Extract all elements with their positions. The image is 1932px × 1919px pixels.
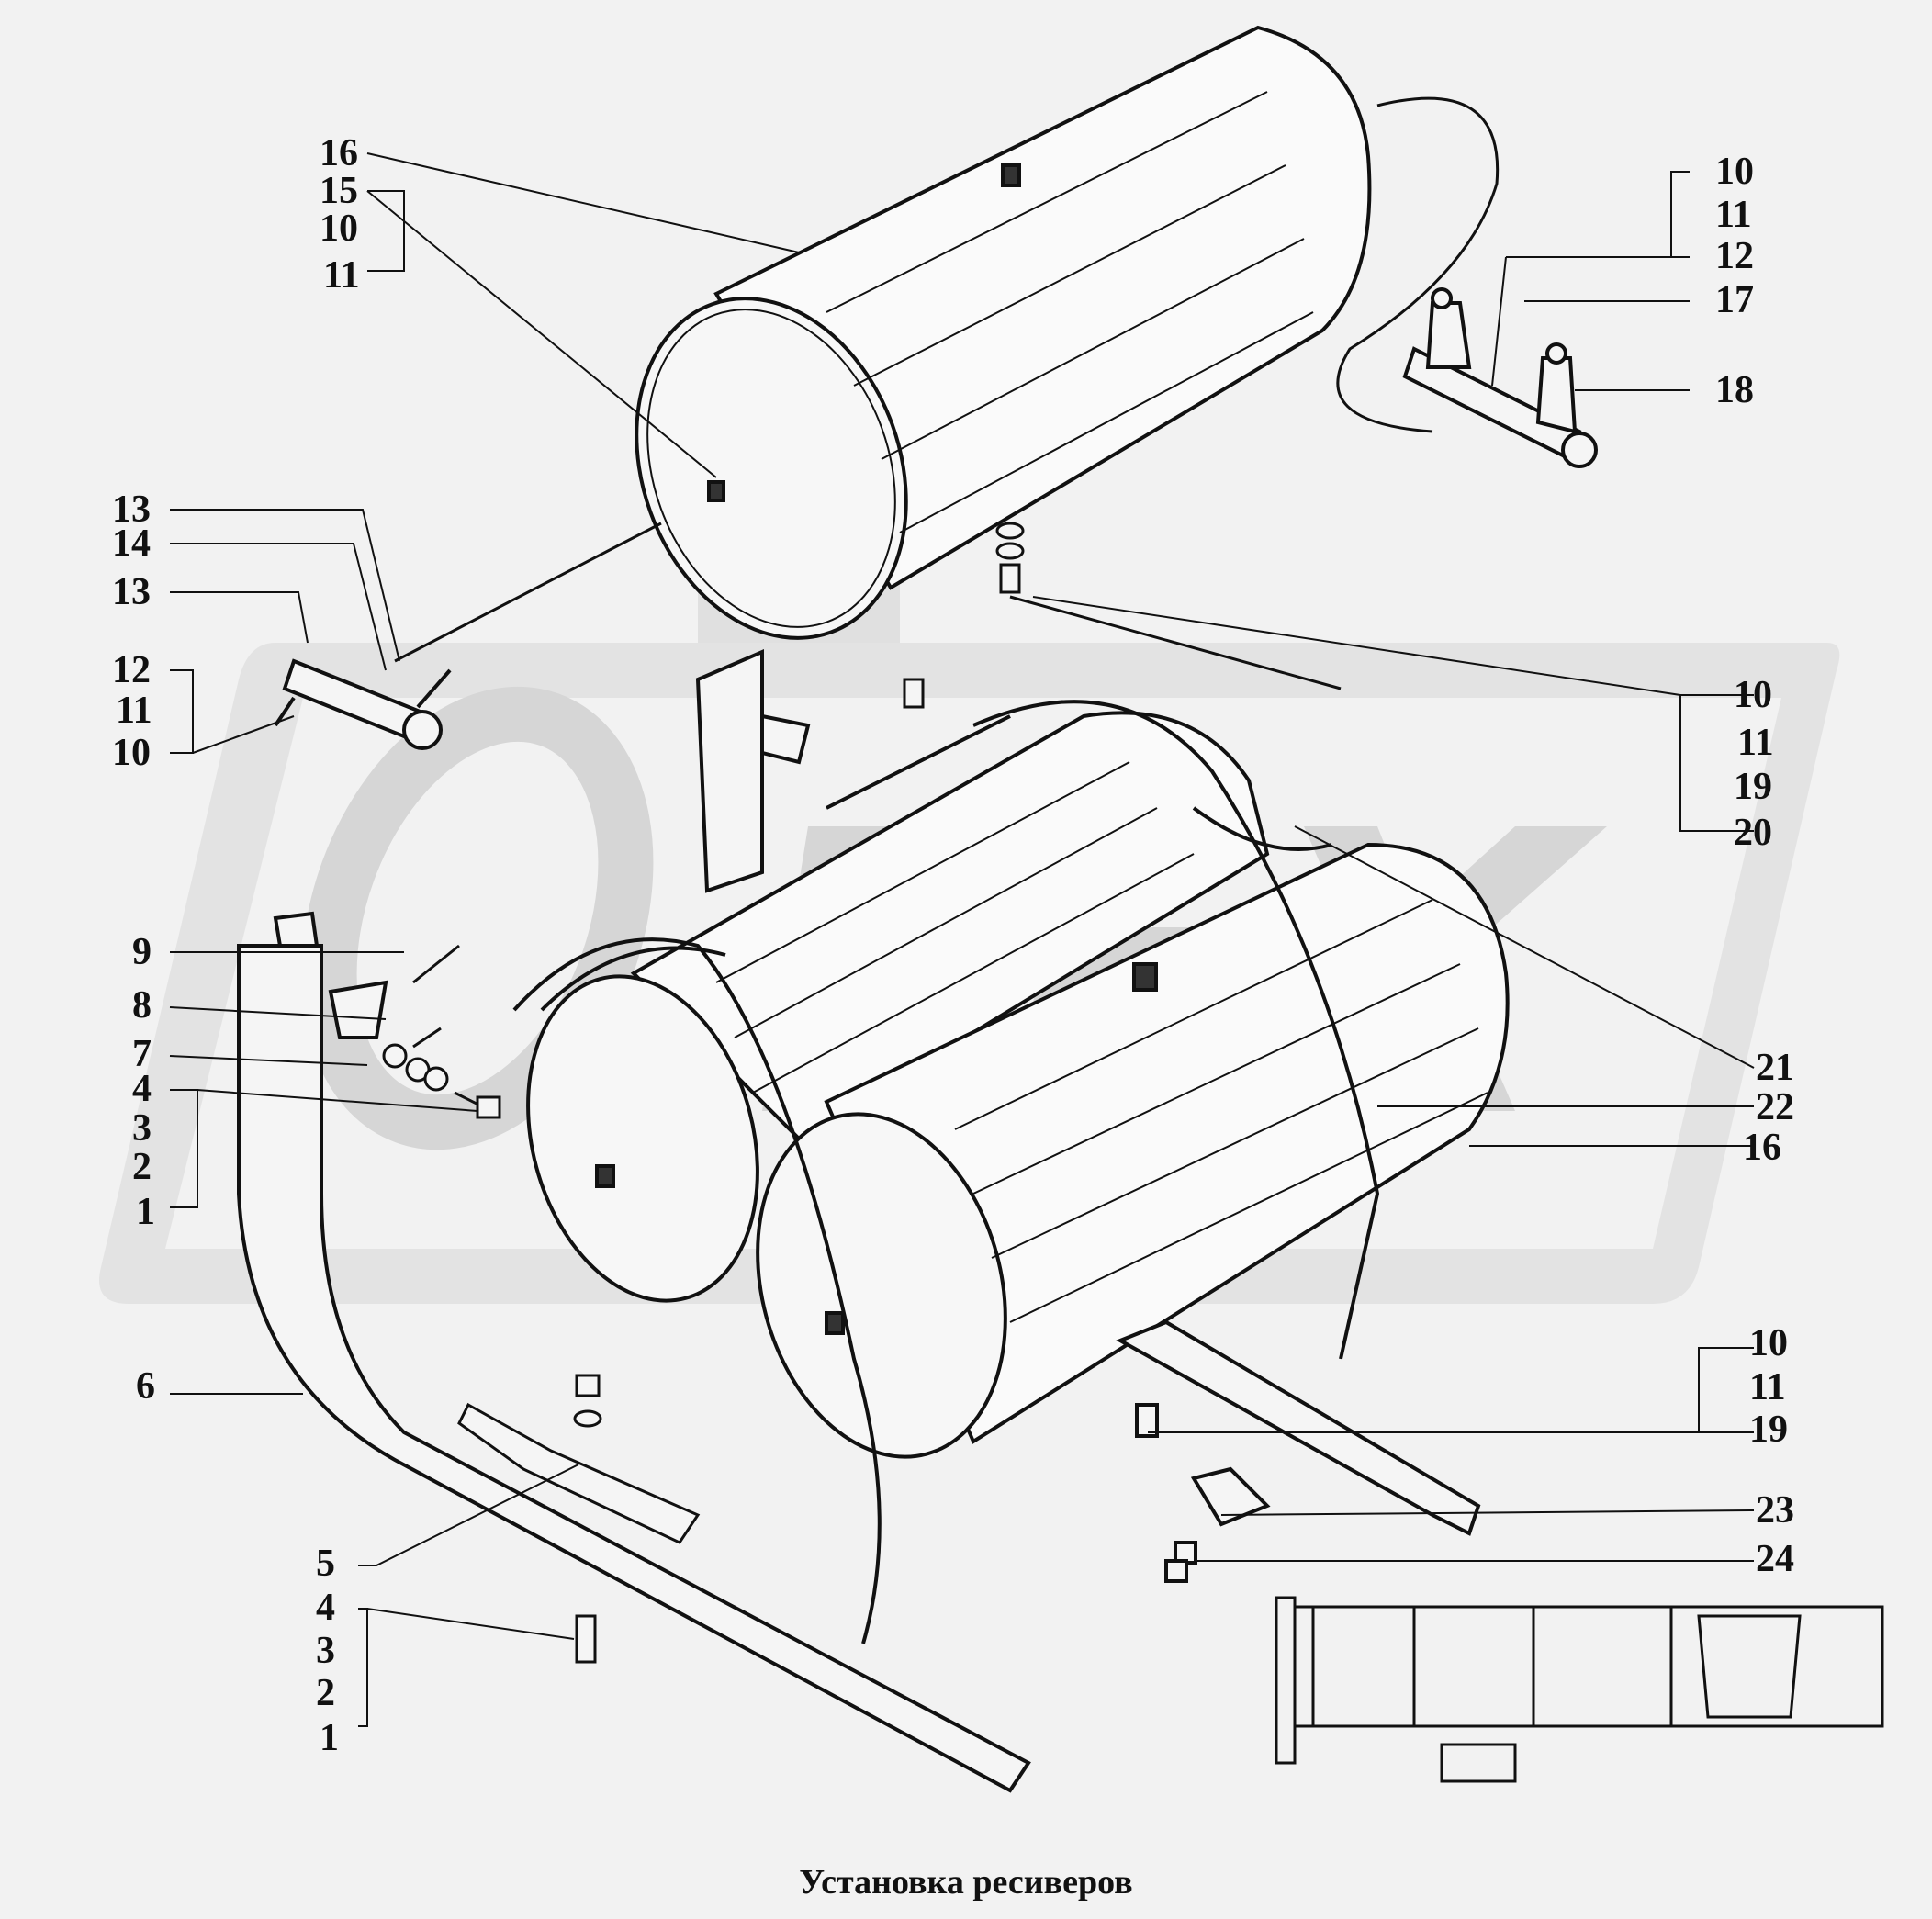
callout-18: 18 [1715,369,1754,411]
figure-caption: Установка ресиверов [799,1863,1133,1902]
frame-rail-left [237,911,1031,1793]
callout-8: 8 [132,984,152,1027]
callout-3-lower: 3 [316,1630,335,1672]
callout-20: 20 [1734,812,1772,854]
callout-12-left: 12 [112,649,151,691]
callout-13-lower: 13 [112,571,151,613]
receiver-top [635,25,1372,640]
callout-24: 24 [1756,1538,1794,1580]
callout-10-lower-right: 10 [1749,1322,1788,1364]
callout-14: 14 [112,522,151,565]
callout-10-top-left: 10 [320,208,358,250]
callout-22: 22 [1756,1086,1794,1128]
receiver-lower-front [756,842,1510,1459]
callout-3-upper: 3 [132,1107,152,1150]
callout-13-upper: 13 [112,488,151,531]
callout-19-lower-right: 19 [1749,1408,1788,1451]
callout-5: 5 [316,1543,335,1585]
cross-member-right [1116,1319,1481,1583]
vertical-bracket [695,648,811,893]
callout-10-top-right: 10 [1715,151,1754,193]
callout-4-lower: 4 [316,1587,335,1629]
air-line-loop [1336,96,1500,433]
fittings-middle [903,522,1342,709]
callout-10-left: 10 [112,732,151,774]
valve-block-left [274,522,662,750]
callout-16-lower: 16 [1743,1127,1781,1169]
callout-11-left: 11 [116,690,152,732]
callout-1-upper: 1 [136,1191,155,1233]
callout-11-top-left: 11 [323,254,360,297]
callout-10-mid-right: 10 [1734,674,1772,716]
leader-lines [169,152,1755,1727]
callout-11-lower-right: 11 [1749,1366,1786,1408]
callout-15: 15 [320,170,358,212]
callout-21: 21 [1756,1047,1794,1089]
mounting-straps [512,700,1380,1644]
callout-23: 23 [1756,1489,1794,1532]
callout-19-mid-right: 19 [1734,766,1772,808]
frame-plan-view [1275,1596,1884,1783]
callout-11-top-right: 11 [1715,194,1752,236]
callout-12-top-right: 12 [1715,235,1754,277]
callout-11-mid-right: 11 [1737,722,1774,764]
callout-1-lower: 1 [320,1717,339,1759]
valve-block-right [1402,287,1598,468]
receiver-lower-rear [526,711,1270,1303]
callout-16-top: 16 [320,132,358,174]
callout-6: 6 [136,1365,155,1408]
callout-9: 9 [132,931,152,973]
callout-7: 7 [132,1033,152,1075]
callout-17: 17 [1715,279,1754,321]
callout-4-upper: 4 [132,1068,152,1110]
callout-2-upper: 2 [132,1146,152,1188]
callout-2-lower: 2 [316,1672,335,1714]
hardware-small [382,944,701,1664]
